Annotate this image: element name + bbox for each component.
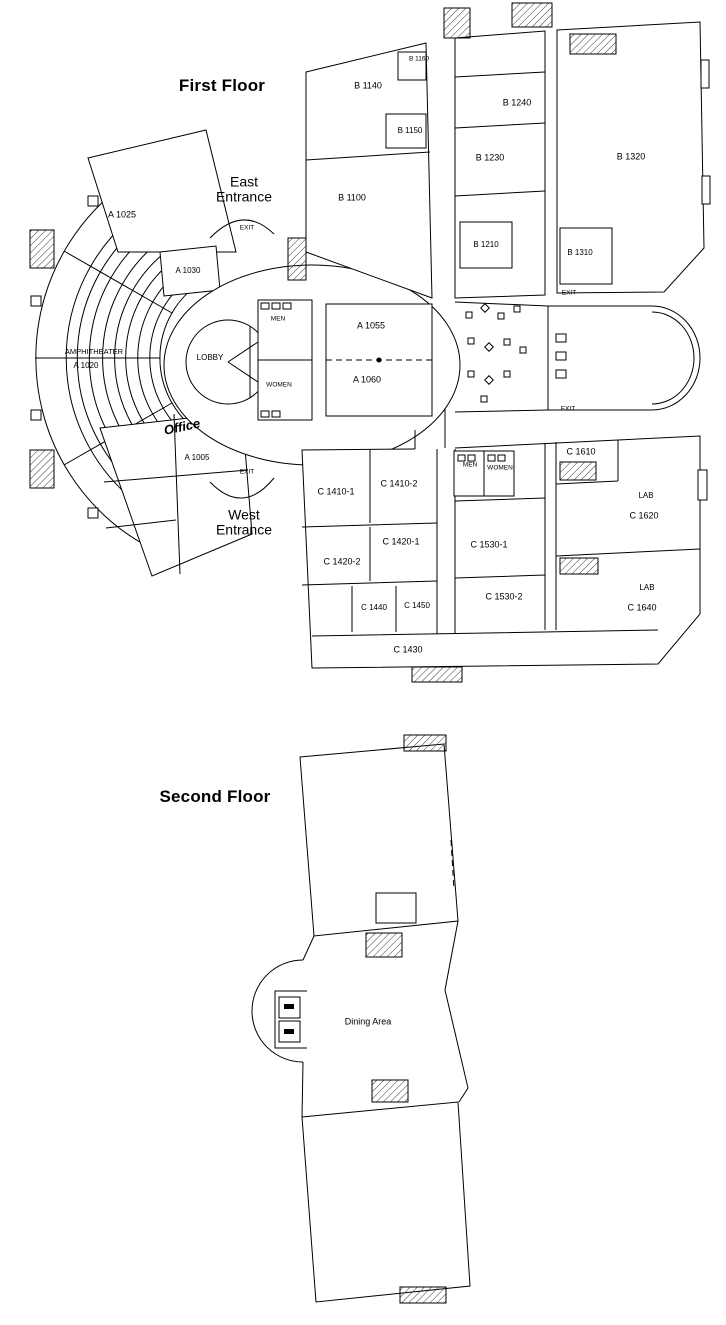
lab-label-c1640: LAB <box>639 582 655 592</box>
stairs-hatch <box>403 734 447 752</box>
room-label-c1410-1: C 1410-1 <box>317 486 355 497</box>
sf-corridor-left-wall <box>302 935 315 961</box>
stairs-hatch <box>365 932 403 958</box>
men-restroom-label-central: MEN <box>270 315 286 323</box>
room-label-b1230: B 1230 <box>475 152 505 163</box>
room-label-b1140: B 1140 <box>354 80 382 91</box>
room-label-a1055: A 1055 <box>356 320 386 331</box>
central-oval <box>163 219 461 499</box>
room-label-b1210: B 1210 <box>473 239 499 249</box>
room-label-b1160: B 1160 <box>408 55 430 63</box>
stairs-hatch <box>399 1286 447 1304</box>
stairs-hatch <box>371 1079 409 1103</box>
stairs-hatch <box>411 666 463 683</box>
room-a1025 <box>87 129 237 253</box>
room-label-b1150: B 1150 <box>397 125 423 135</box>
room-label-c1420-2: C 1420-2 <box>323 556 361 567</box>
dining-area-label: Dining Area <box>344 1016 392 1027</box>
a-wing-rooms <box>87 129 253 577</box>
stairs-hatch <box>569 33 617 55</box>
second-floor-title: Second Floor <box>159 787 271 807</box>
exit-label-east: EXIT <box>239 224 255 232</box>
room-b1210 <box>459 221 513 269</box>
stairs-hatch <box>443 7 471 39</box>
men-restroom-label-cwing: MEN <box>462 461 478 469</box>
second-floor-plan <box>251 734 471 1304</box>
room-label-c1450: C 1450 <box>404 600 430 610</box>
room-b1310 <box>559 227 613 285</box>
lab-label-c1620: LAB <box>638 490 654 500</box>
c-wing <box>301 435 708 683</box>
room-label-b1240: B 1240 <box>502 97 532 108</box>
room-label-a1005: A 1005 <box>184 452 210 462</box>
room-label-a1025: A 1025 <box>107 209 137 220</box>
sf-upper-block <box>299 743 459 937</box>
sf-lower-block <box>301 1101 471 1303</box>
room-label-b1320: B 1320 <box>616 151 646 162</box>
room-b1160 <box>397 51 427 81</box>
east-hallway <box>454 301 549 413</box>
first-floor-title: First Floor <box>178 76 266 96</box>
room-c1610-walls <box>555 440 619 630</box>
elevator-lobby-arc <box>251 959 304 1063</box>
room-label-c1410-2: C 1410-2 <box>380 478 418 489</box>
exit-label-west: EXIT <box>239 468 255 476</box>
stairs-hatch <box>287 237 307 281</box>
room-label-b1100: B 1100 <box>338 192 366 203</box>
room-label-c1420-1: C 1420-1 <box>382 536 420 547</box>
east-entrance-canopy <box>209 219 275 239</box>
exit-label-northeast: EXIT <box>561 289 577 297</box>
corridor-connectors <box>414 409 446 449</box>
stairs-hatch <box>559 557 599 575</box>
stairs-hatch <box>559 461 597 481</box>
room-label-a1020: A 1020 <box>73 360 99 370</box>
room-label-c1530-1: C 1530-1 <box>470 539 508 550</box>
room-label-a1030: A 1030 <box>175 265 201 275</box>
room-label-c1430: C 1430 <box>393 644 423 655</box>
round-room <box>547 305 701 411</box>
sf-corridor-right-wall <box>444 920 469 1103</box>
b-wing <box>287 2 711 299</box>
room-label-a1060: A 1060 <box>352 374 382 385</box>
west-entrance-label: West Entrance <box>215 506 273 537</box>
room-b1150 <box>385 113 427 149</box>
stairs-hatch <box>29 229 55 269</box>
room-label-c1530-2: C 1530-2 <box>485 591 523 602</box>
women-restroom-label-central: WOMEN <box>266 381 292 389</box>
stairs-hatch <box>29 449 55 489</box>
west-entrance-canopy <box>209 477 275 499</box>
exit-label-southeast: EXIT <box>560 405 576 413</box>
elevator-enclosure <box>274 990 307 1049</box>
room-label-b1310: B 1310 <box>567 247 593 257</box>
room-label-c1620: C 1620 <box>629 510 659 521</box>
lobby-label: LOBBY <box>196 352 224 362</box>
room-label-c1610: C 1610 <box>566 446 596 457</box>
room-label-c1440: C 1440 <box>361 602 387 612</box>
east-entrance-label: East Entrance <box>215 173 273 204</box>
amphitheater-label: AMPHITHEATER <box>64 347 124 357</box>
stairs-hatch <box>511 2 553 28</box>
room-label-c1640: C 1640 <box>627 602 657 613</box>
women-restroom-label-cwing: WOMEN <box>487 464 513 472</box>
